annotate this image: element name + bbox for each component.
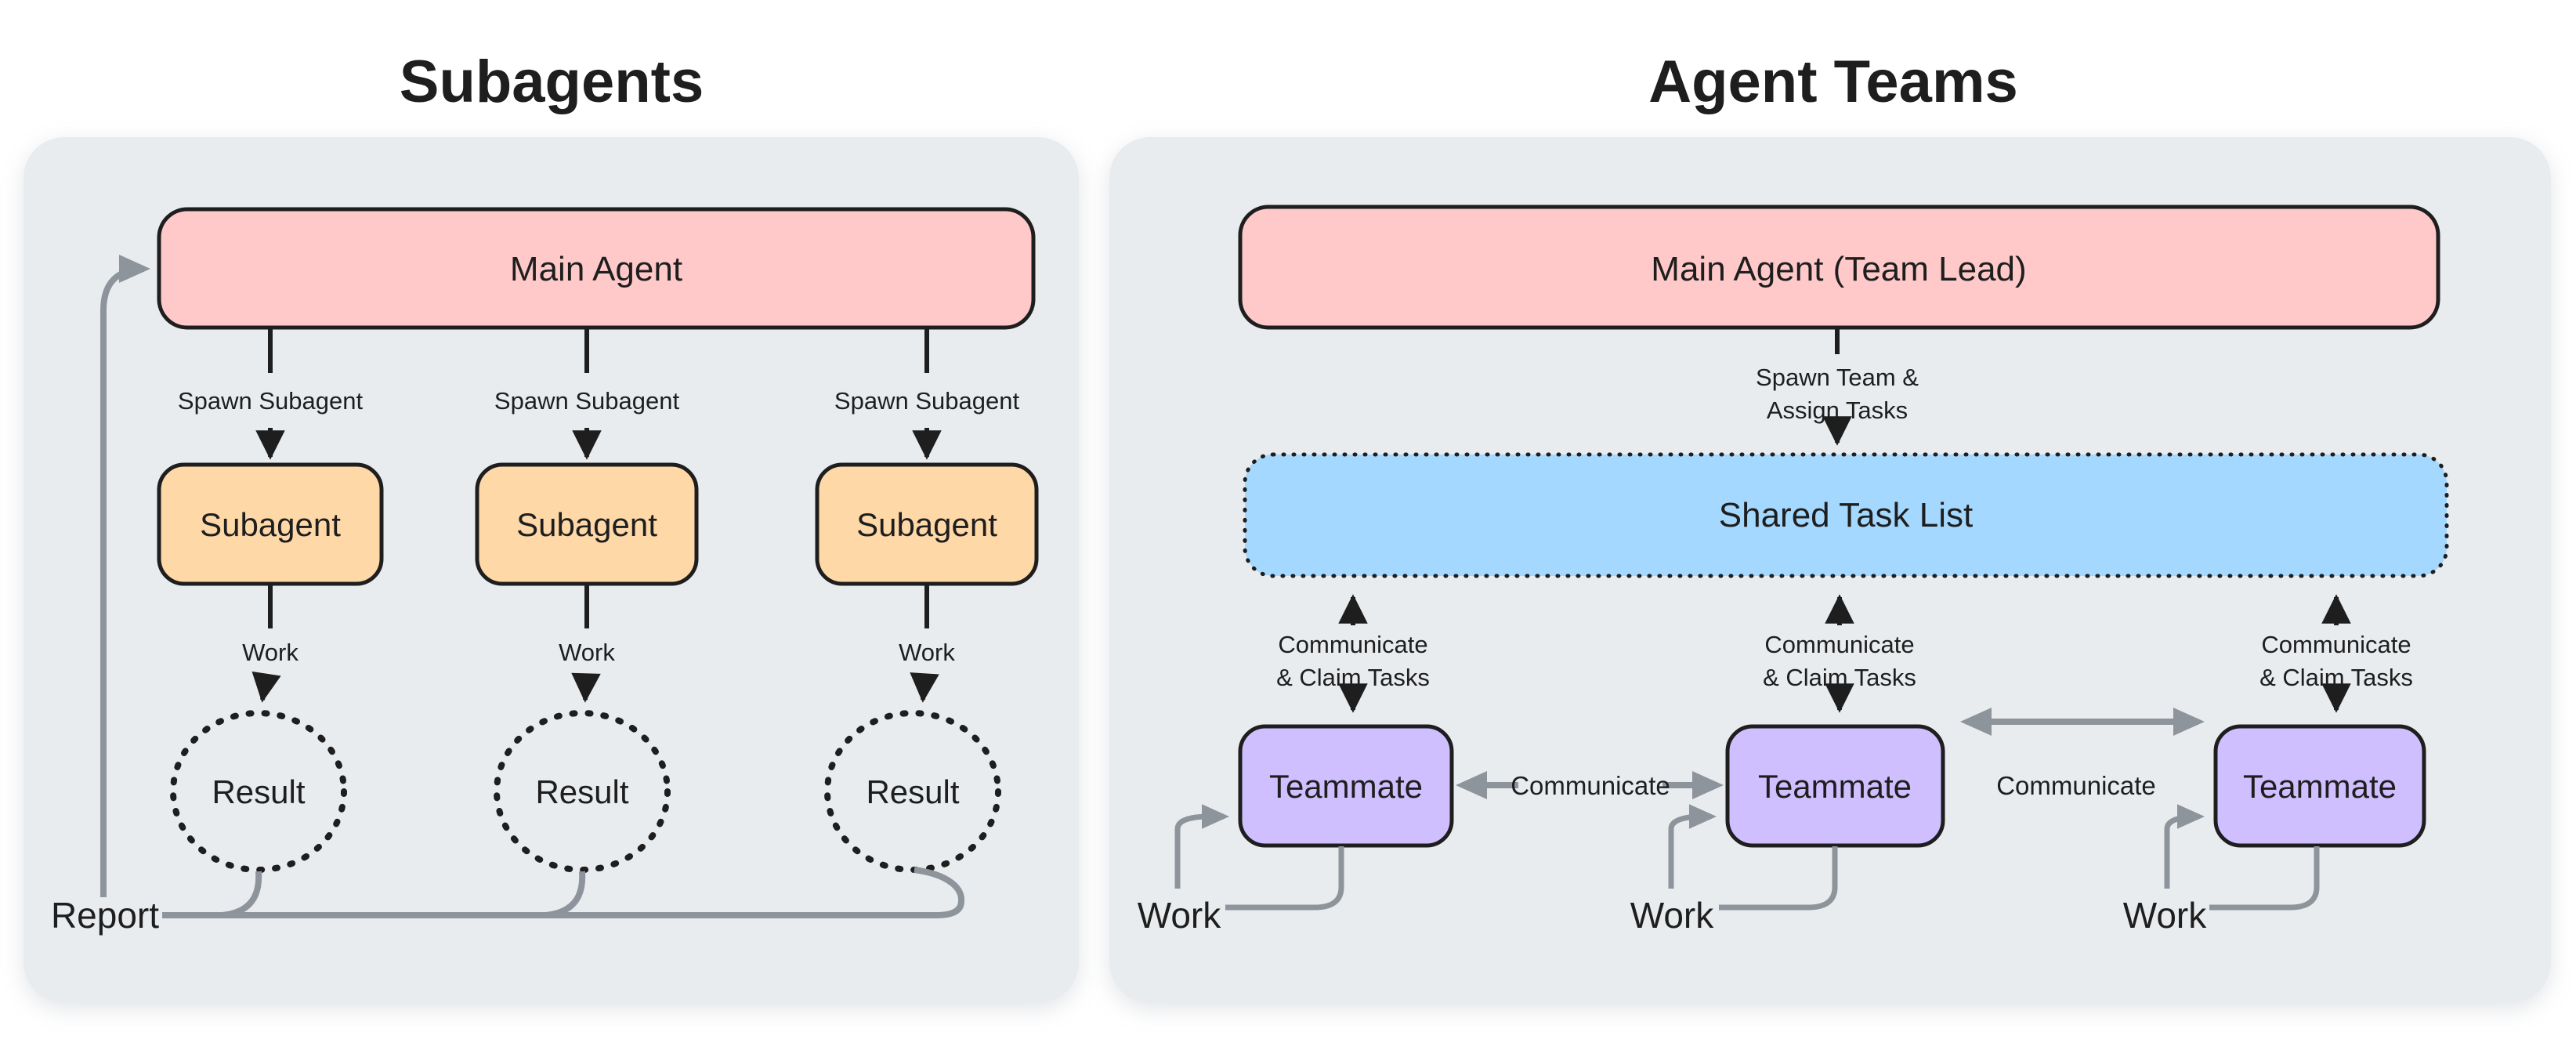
result-circle-3: [824, 710, 1001, 873]
claim-label-2-line1: Communicate: [1764, 631, 1914, 658]
teammate-box-1: [1238, 724, 1454, 848]
subagent-label-2: Subagent: [516, 506, 657, 543]
work-arrows-left: [251, 584, 939, 703]
teammate-label-2: Teammate: [1758, 768, 1912, 805]
subagents-title: Subagents: [400, 49, 704, 115]
shared-task-list-box: [1243, 452, 2449, 578]
main-agent-box: [157, 207, 1036, 330]
work-loop-2-return: [1668, 804, 1717, 889]
teammate-box-2: [1725, 724, 1945, 848]
result-circle-1: [170, 710, 347, 873]
teammate-label-1: Teammate: [1269, 768, 1423, 805]
result-label-1: Result: [212, 773, 305, 810]
communicate-label-2: Communicate: [1996, 771, 2156, 800]
report-connector-3-and-bus: [162, 867, 964, 918]
report-label: Report: [51, 895, 159, 936]
main-agent-label: Main Agent: [510, 250, 682, 288]
report-return-arrow: [100, 255, 150, 897]
claim-label-2-line2: & Claim Tasks: [1763, 664, 1916, 691]
spawn-label-1: Spawn Subagent: [178, 387, 364, 415]
spawn-label-2: Spawn Subagent: [494, 387, 680, 415]
teammate-label-3: Teammate: [2243, 768, 2397, 805]
subagent-label-1: Subagent: [200, 506, 341, 543]
claim-label-3-line2: & Claim Tasks: [2259, 664, 2413, 691]
work-loop-1-return: [1174, 804, 1229, 889]
result-label-2: Result: [535, 773, 628, 810]
result-label-3: Result: [866, 773, 959, 810]
report-loop: [100, 255, 964, 918]
spawn-label-3: Spawn Subagent: [834, 387, 1020, 415]
work-loop-2-out: [1719, 846, 1838, 911]
work-label-right-3: Work: [2123, 895, 2207, 936]
work-label-2: Work: [559, 639, 615, 666]
work-arrow-2-lower: [571, 672, 601, 703]
teammate-box-3: [2213, 724, 2426, 848]
result-circle-2: [494, 710, 671, 873]
work-loop-1-out: [1225, 846, 1344, 911]
work-label-right-1: Work: [1138, 895, 1221, 936]
claim-columns: [1338, 594, 2351, 713]
spawn-team-label-line2: Assign Tasks: [1767, 397, 1908, 424]
claim-label-3-line1: Communicate: [2261, 631, 2411, 658]
work-loops: [1174, 804, 2320, 911]
work-label-right-2: Work: [1630, 895, 1714, 936]
communicate-label-1: Communicate: [1511, 771, 1670, 800]
work-arrow-1-lower: [251, 671, 281, 703]
work-loop-3-return: [2164, 804, 2205, 889]
work-label-1: Work: [242, 639, 298, 666]
agent-teams-title: Agent Teams: [1648, 49, 2018, 115]
work-label-3: Work: [899, 639, 955, 666]
shared-task-list-label: Shared Task List: [1719, 496, 1973, 534]
spawn-arrows: [255, 328, 942, 460]
claim-label-1-line2: & Claim Tasks: [1276, 664, 1430, 691]
subagent-label-3: Subagent: [856, 506, 997, 543]
result-circles: [170, 710, 1001, 873]
work-arrow-3-lower: [910, 672, 939, 703]
team-lead-label: Main Agent (Team Lead): [1651, 250, 2026, 288]
spawn-team-label-line1: Spawn Team &: [1756, 364, 1919, 391]
work-loop-3-out: [2209, 846, 2320, 911]
claim-label-1-line1: Communicate: [1278, 631, 1427, 658]
